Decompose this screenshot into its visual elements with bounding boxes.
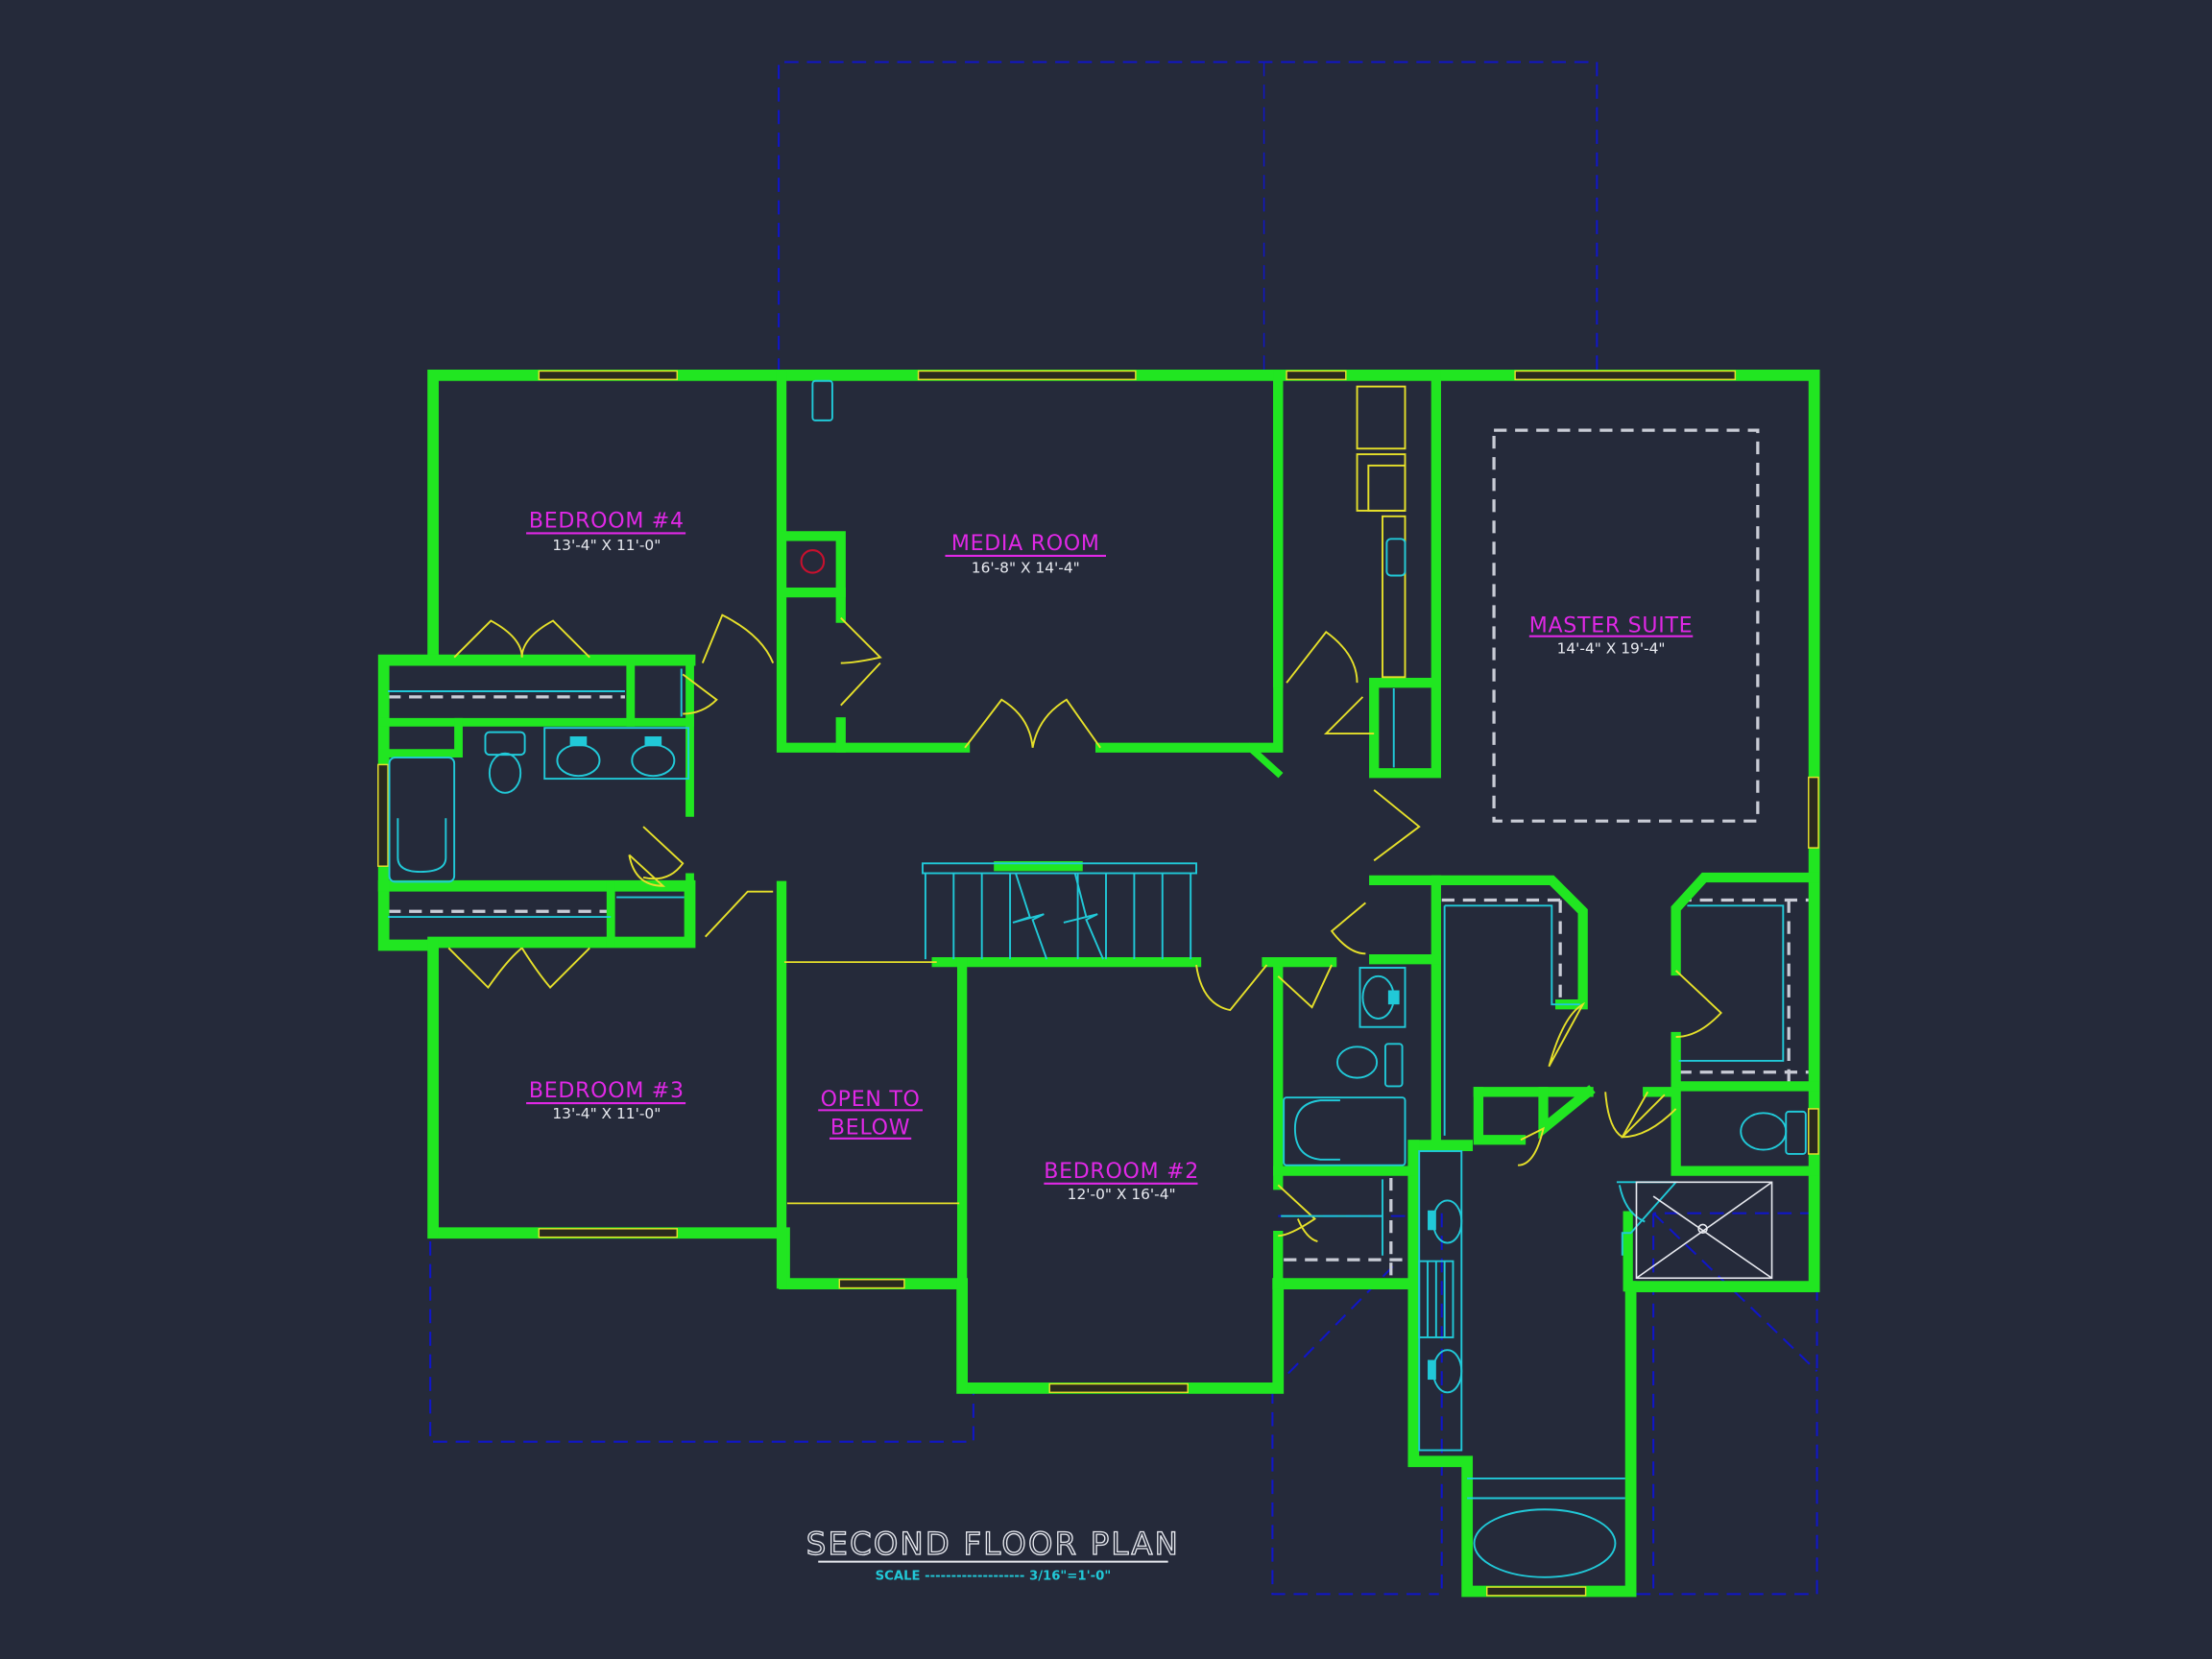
stairs bbox=[922, 862, 1197, 960]
flue-circle bbox=[800, 549, 826, 574]
room-dimensions: 13'-4" X 11'-0" bbox=[552, 1105, 661, 1122]
plan-scale: SCALE ------------------- 3/16"=1'-0" bbox=[876, 1570, 1112, 1584]
room-dimensions: 12'-0" X 16'-4" bbox=[1068, 1186, 1176, 1203]
room-open-to-below: OPEN TO BELOW bbox=[818, 1088, 923, 1140]
room-dimensions: 14'-4" X 19'-4" bbox=[1557, 639, 1666, 657]
title-block: SECOND FLOOR PLAN SCALE ----------------… bbox=[805, 1526, 1180, 1584]
room-name: OPEN TO bbox=[821, 1088, 921, 1112]
room-name: BEDROOM #2 bbox=[1044, 1160, 1199, 1184]
room-name-line2: BELOW bbox=[830, 1116, 910, 1140]
room-bedroom-3: BEDROOM #3 13'-4" X 11'-0" bbox=[526, 1079, 686, 1122]
room-name: MASTER SUITE bbox=[1529, 613, 1694, 637]
room-name: BEDROOM #4 bbox=[529, 510, 685, 534]
fixtures bbox=[388, 379, 1807, 1578]
walls bbox=[377, 369, 1820, 1598]
roof-outline-lines bbox=[429, 60, 1818, 1596]
room-media-room: MEDIA ROOM 16'-8" X 14'-4" bbox=[945, 532, 1106, 577]
room-labels: BEDROOM #4 13'-4" X 11'-0" MEDIA ROOM 16… bbox=[526, 510, 1694, 1203]
room-master-suite: MASTER SUITE 14'-4" X 19'-4" bbox=[1529, 613, 1694, 657]
room-dimensions: 16'-8" X 14'-4" bbox=[972, 560, 1080, 577]
doors bbox=[447, 613, 1723, 1242]
room-dimensions: 13'-4" X 11'-0" bbox=[552, 537, 661, 554]
windows bbox=[377, 370, 1819, 1597]
room-name: MEDIA ROOM bbox=[951, 532, 1100, 556]
plan-title: SECOND FLOOR PLAN bbox=[806, 1526, 1180, 1562]
room-bedroom-4: BEDROOM #4 13'-4" X 11'-0" bbox=[526, 510, 686, 554]
hidden-lines bbox=[388, 428, 1809, 1285]
room-bedroom-2: BEDROOM #2 12'-0" X 16'-4" bbox=[1044, 1160, 1199, 1203]
room-name: BEDROOM #3 bbox=[529, 1079, 685, 1103]
